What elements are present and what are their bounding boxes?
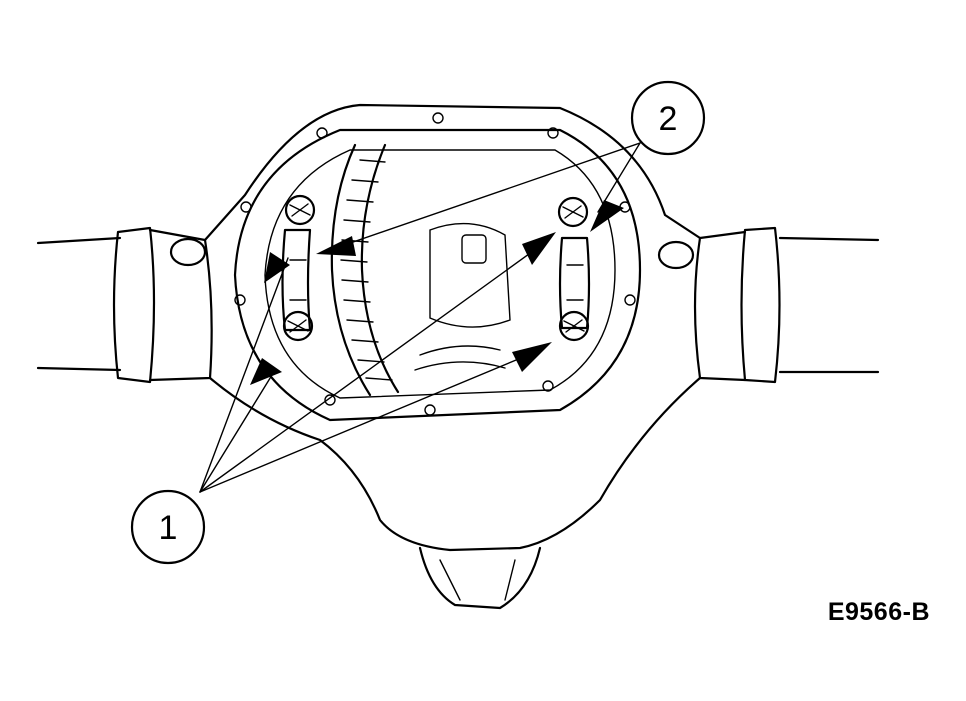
arrowhead-1a (264, 252, 290, 283)
callout-2-leaders (329, 142, 641, 251)
callout-2: 2 (630, 80, 706, 156)
cap-bolt-lower-left (282, 310, 314, 342)
arrowheads (250, 200, 624, 385)
figure-id-label: E9566-B (827, 598, 930, 626)
cap-bolt-upper-left (284, 194, 316, 226)
housing-body (169, 103, 702, 610)
arrowhead-2b (590, 200, 624, 232)
callout-2-label: 2 (659, 100, 678, 138)
callout-1-leaders (199, 245, 541, 493)
arrowhead-2a (316, 236, 356, 256)
arrowhead-1c (522, 232, 556, 265)
axle-tube-left (36, 226, 213, 384)
cap-bolt-upper-right (557, 196, 589, 228)
cover-flange (233, 112, 642, 422)
arrowhead-1b (250, 358, 282, 385)
callout-1-label: 1 (159, 509, 178, 547)
axle-tube-right (693, 226, 880, 384)
arrowhead-1d (512, 342, 552, 372)
cap-bolt-lower-right (558, 310, 590, 342)
ring-gear (330, 143, 511, 397)
callout-1: 1 (130, 489, 206, 565)
